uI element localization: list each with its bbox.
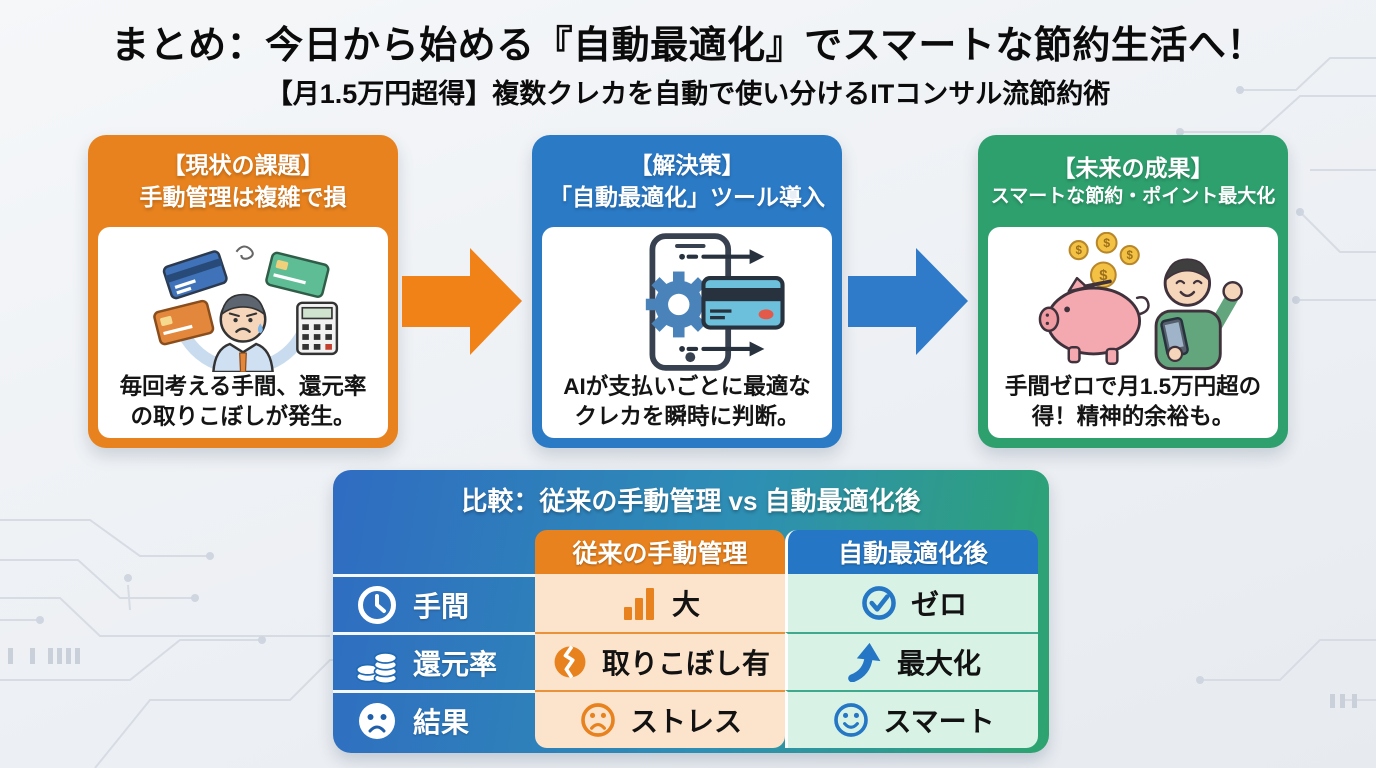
sad-face-icon — [581, 703, 615, 737]
row-label-text: 手間 — [413, 590, 470, 622]
card-header-line1: 【現状の課題】 — [162, 151, 324, 178]
comparison-table: 従来の手動管理 自動最適化後 手間 大 — [333, 530, 1038, 748]
card-header-line2: 「自動最適化」ツール導入 — [549, 184, 825, 210]
flow-arrow-blue-icon — [848, 248, 968, 355]
smile-face-icon — [834, 703, 869, 737]
card-future-result-body: $ $ $ $ — [988, 227, 1278, 438]
card-header-line1: 【未来の成果】 — [1052, 154, 1214, 181]
clock-icon — [358, 585, 396, 624]
column-header-auto: 自動最適化後 — [785, 530, 1038, 574]
worried-man-with-credit-cards-and-calculator-illustration — [153, 245, 339, 372]
comparison-corner-blank — [333, 530, 535, 574]
cell-text: スマート — [883, 706, 995, 737]
svg-text:$: $ — [1075, 245, 1082, 257]
caption-line1: AIが支払いごとに最適な — [563, 374, 811, 399]
cell-manual-result: ストレス — [535, 690, 785, 748]
card-solution-body: AIが支払いごとに最適な クレカを瞬時に判断。 — [542, 227, 832, 438]
smartphone-with-gear-and-credit-card-illustration — [645, 233, 785, 371]
card-current-problem: 【現状の課題】 手動管理は複雑で損 — [88, 135, 398, 448]
card-header-line2: スマートな節約・ポイント最大化 — [990, 185, 1276, 207]
sad-face-icon — [359, 702, 395, 739]
card-solution-caption: AIが支払いごとに最適な クレカを瞬時に判断。 — [563, 372, 811, 431]
card-current-problem-caption: 毎回考える手間、還元率 の取りこぼしが発生。 — [120, 372, 367, 431]
comparison-panel: 比較：従来の手動管理 vs 自動最適化後 従来の手動管理 自動最適化後 手間 大 — [333, 470, 1049, 753]
bar-chart-icon — [623, 588, 654, 620]
caption-line2: の取りこぼしが発生。 — [130, 403, 356, 429]
page-title: まとめ：今日から始める『自動最適化』でスマートな節約生活へ！ — [111, 25, 1265, 67]
card-header-line2: 手動管理は複雑で損 — [139, 184, 347, 210]
up-arrow-icon — [848, 642, 881, 682]
comparison-title: 比較：従来の手動管理 vs 自動最適化後 — [461, 486, 921, 516]
flow-arrow-orange-icon — [402, 248, 522, 355]
row-label-text: 結果 — [413, 706, 470, 738]
cell-text: 取りこぼし有 — [601, 648, 770, 679]
cell-auto-result: スマート — [785, 690, 1038, 748]
broken-coin-icon — [554, 645, 586, 679]
caption-line2: 得！精神的余裕も。 — [1031, 403, 1235, 429]
card-future-result-header: 【未来の成果】 スマートな節約・ポイント最大化 — [978, 135, 1288, 227]
cell-auto-reward-rate: 最大化 — [785, 632, 1038, 690]
card-current-problem-body: 毎回考える手間、還元率 の取りこぼしが発生。 — [98, 227, 388, 438]
cell-manual-reward-rate: 取りこぼし有 — [535, 632, 785, 690]
row-label-reward-rate: 還元率 — [333, 632, 535, 690]
svg-text:$: $ — [1103, 236, 1110, 250]
card-current-problem-header: 【現状の課題】 手動管理は複雑で損 — [88, 135, 398, 227]
card-header-line1: 【解決策】 — [629, 151, 745, 178]
caption-line1: 手間ゼロで月1.5万円超の — [1004, 374, 1262, 399]
coins-icon — [355, 651, 398, 684]
svg-text:$: $ — [1127, 250, 1134, 262]
caption-line2: クレカを瞬時に判断。 — [574, 403, 800, 429]
cell-text: 大 — [671, 589, 700, 620]
cell-text: ゼロ — [910, 589, 967, 620]
column-header-manual: 従来の手動管理 — [535, 530, 785, 574]
row-label-result: 結果 — [333, 690, 535, 748]
cell-text: ストレス — [629, 706, 742, 737]
piggy-bank-coins-and-happy-man-illustration: $ $ $ $ — [1038, 232, 1243, 371]
row-label-text: 還元率 — [413, 648, 498, 680]
cell-manual-effort: 大 — [535, 574, 785, 632]
card-future-result-caption: 手間ゼロで月1.5万円超の 得！精神的余裕も。 — [1005, 372, 1261, 431]
svg-text:$: $ — [1099, 268, 1108, 284]
row-label-effort: 手間 — [333, 574, 535, 632]
card-future-result: 【未来の成果】 スマートな節約・ポイント最大化 $ $ $ $ — [978, 135, 1288, 448]
cell-auto-effort: ゼロ — [785, 574, 1038, 632]
card-solution-header: 【解決策】 「自動最適化」ツール導入 — [532, 135, 842, 227]
check-circle-icon — [862, 586, 896, 620]
card-solution: 【解決策】 「自動最適化」ツール導入 — [532, 135, 842, 448]
page-subtitle: 【月1.5万円超得】複数クレカを自動で使い分けるITコンサル流節約術 — [265, 79, 1111, 109]
caption-line1: 毎回考える手間、還元率 — [119, 374, 367, 399]
cell-text: 最大化 — [896, 648, 981, 679]
